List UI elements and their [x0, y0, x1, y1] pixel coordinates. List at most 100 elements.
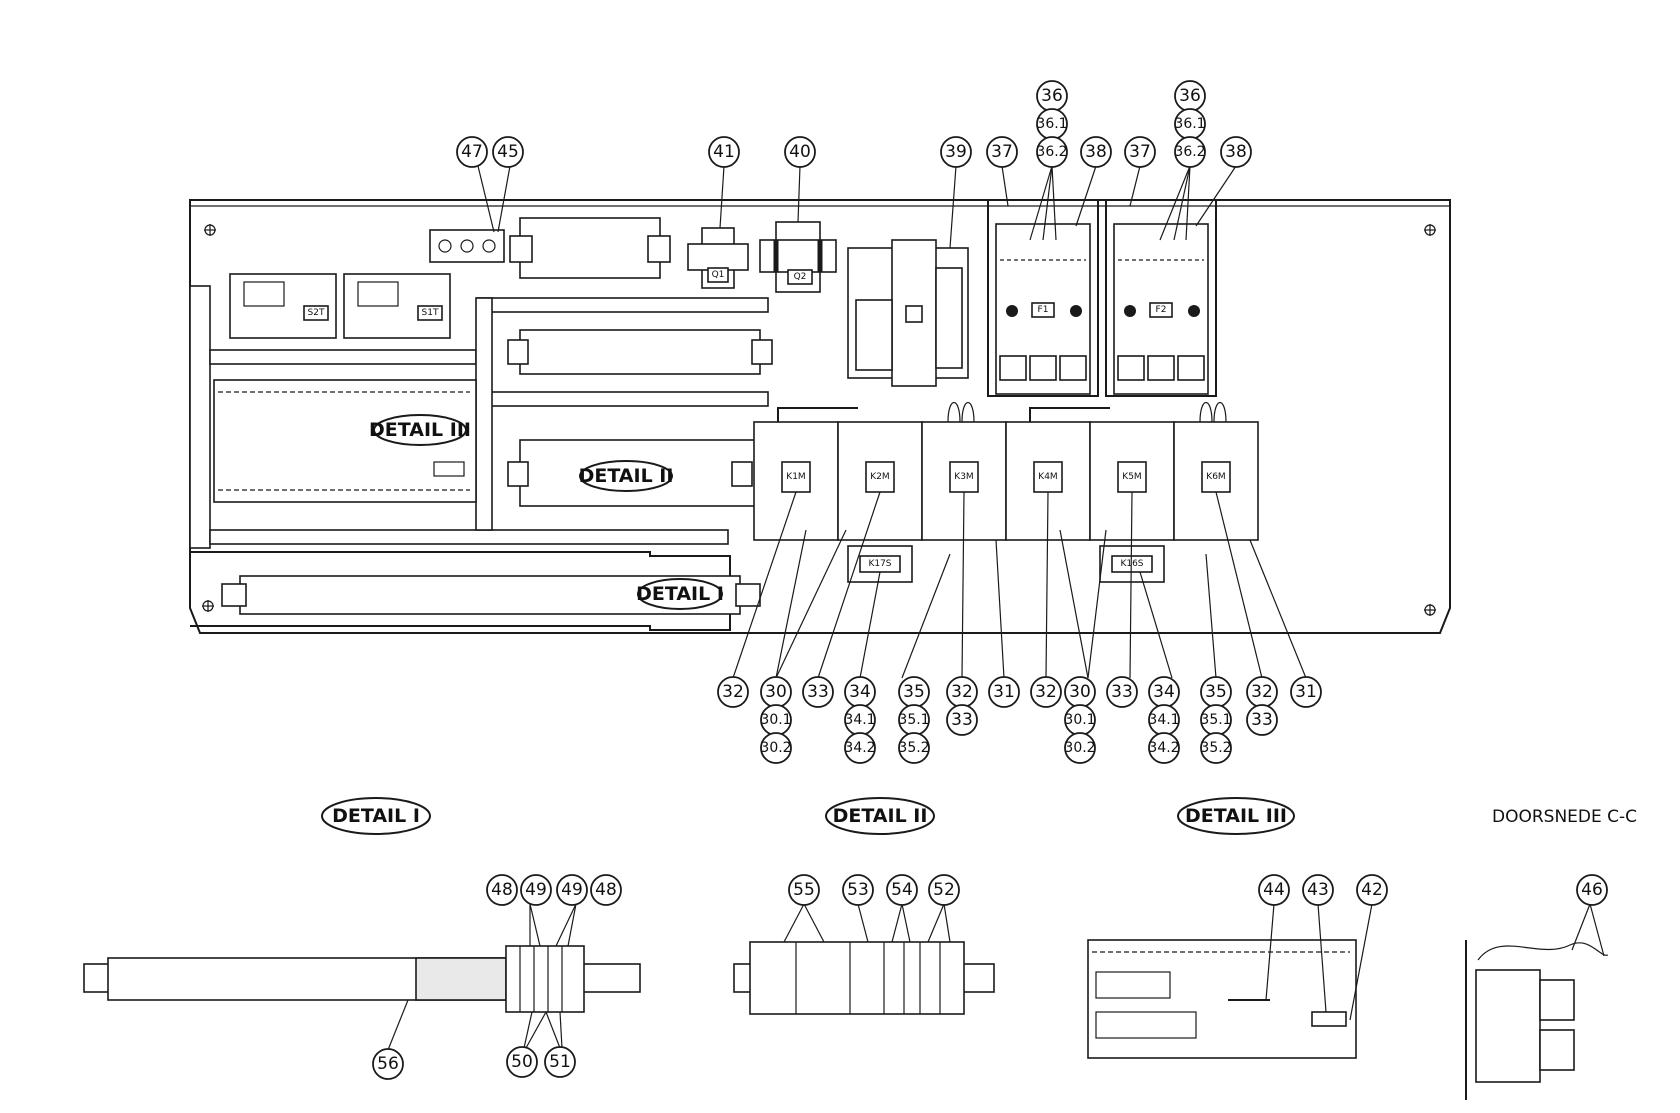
mounting-hole-icon	[204, 224, 216, 236]
q2-label: Q2	[794, 272, 807, 282]
circuit-breaker-right: F2	[1105, 199, 1217, 397]
callout-37: 37	[1129, 142, 1151, 162]
callout-46: 46	[1581, 880, 1603, 900]
detail-titles: DETAIL I DETAIL II DETAIL III	[321, 797, 1295, 835]
callout-43: 43	[1307, 880, 1329, 900]
cable-duct-left	[189, 285, 211, 549]
callout-33: 33	[951, 710, 973, 730]
callouts-bottom: 32 30 30.1 30.2 33 34 34.1 34.2 35 35.1 …	[717, 676, 1322, 764]
controller-s2t: S2T	[229, 273, 337, 339]
detail-iii-title: DETAIL III	[1185, 805, 1287, 827]
callouts-top: 47 45 41 40 39 37 36 36.1 36.2 38 37 36 …	[456, 80, 1252, 168]
callout-34: 34	[1153, 682, 1175, 702]
callout-35: 35	[903, 682, 925, 702]
callout-53: 53	[847, 880, 869, 900]
detail-iii-marker: DETAIL III	[369, 419, 471, 441]
detail-ii-marker: DETAIL II	[579, 465, 674, 487]
callout-35-1: 35.1	[1200, 712, 1231, 728]
transformer-39	[847, 239, 969, 387]
callout-37: 37	[991, 142, 1013, 162]
detail-i-drawing	[83, 903, 641, 1051]
din-rail-top	[509, 217, 671, 279]
detail-iii-drawing	[1087, 903, 1373, 1059]
mounting-hole-icon	[1424, 604, 1436, 616]
callout-47: 47	[461, 142, 483, 162]
k17s-label: K17S	[868, 559, 891, 569]
callout-33: 33	[1251, 710, 1273, 730]
detail-markers-main: DETAIL III DETAIL II DETAIL I	[369, 414, 724, 610]
k5m-label: K5M	[1122, 472, 1141, 482]
k6m-label: K6M	[1206, 472, 1225, 482]
callout-54: 54	[891, 880, 913, 900]
transformer-40: Q2	[759, 221, 837, 293]
f2-label: F2	[1156, 305, 1167, 315]
callout-36-1: 36.1	[1174, 116, 1205, 132]
detail-i-title: DETAIL I	[332, 805, 420, 827]
callout-34-1: 34.1	[844, 712, 875, 728]
callout-35-2: 35.2	[1200, 740, 1231, 756]
callout-36: 36	[1179, 86, 1201, 106]
callout-52: 52	[933, 880, 955, 900]
detail-i-marker: DETAIL I	[636, 583, 724, 605]
mounting-hole-icon	[202, 600, 214, 612]
callout-36-1: 36.1	[1036, 116, 1067, 132]
k16s-label: K16S	[1120, 559, 1143, 569]
callout-39: 39	[945, 142, 967, 162]
callout-45: 45	[497, 142, 519, 162]
k1m-label: K1M	[786, 472, 805, 482]
detail-ii-callouts: 55 53 54 52	[788, 874, 960, 906]
callout-38: 38	[1225, 142, 1247, 162]
section-title: DOORSNEDE C-C	[1492, 807, 1637, 827]
callout-51: 51	[549, 1052, 571, 1072]
callout-32: 32	[1035, 682, 1057, 702]
mounting-plate	[189, 199, 1451, 634]
k3m-label: K3M	[954, 472, 973, 482]
callout-36: 36	[1041, 86, 1063, 106]
detail-ii-drawing	[733, 903, 995, 1015]
callout-34: 34	[849, 682, 871, 702]
callout-36-2: 36.2	[1174, 144, 1205, 160]
callout-36-2: 36.2	[1036, 144, 1067, 160]
q1-label: Q1	[712, 270, 725, 280]
callout-55: 55	[793, 880, 815, 900]
callout-44: 44	[1263, 880, 1285, 900]
callout-50: 50	[511, 1052, 533, 1072]
callout-49: 49	[525, 880, 547, 900]
cable-ducts	[209, 297, 769, 545]
callout-32: 32	[722, 682, 744, 702]
callout-35-2: 35.2	[898, 740, 929, 756]
s2t-label: S2T	[308, 308, 325, 318]
callout-40: 40	[789, 142, 811, 162]
callout-35: 35	[1205, 682, 1227, 702]
callout-41: 41	[713, 142, 735, 162]
callout-56: 56	[377, 1054, 399, 1074]
circuit-breaker-left: F1	[987, 199, 1099, 397]
relay-k16s: K16S	[1099, 545, 1165, 583]
section-cc-drawing	[1465, 903, 1609, 1100]
callout-34-2: 34.2	[844, 740, 875, 756]
k2m-label: K2M	[870, 472, 889, 482]
contactor-row: K1M K2M K3M K4M K5M K6M	[753, 401, 1259, 541]
callout-30: 30	[1069, 682, 1091, 702]
callout-30-2: 30.2	[760, 740, 791, 756]
section-cc-callouts: 46	[1576, 874, 1608, 906]
callout-34-1: 34.1	[1148, 712, 1179, 728]
detail-iii-callouts: 44 43 42	[1258, 874, 1388, 906]
callout-30: 30	[765, 682, 787, 702]
callout-31: 31	[993, 682, 1015, 702]
leader-lines	[477, 165, 1307, 679]
callout-30-1: 30.1	[760, 712, 791, 728]
callout-49: 49	[561, 880, 583, 900]
callout-33: 33	[807, 682, 829, 702]
transformer-41: Q1	[687, 227, 749, 289]
callout-31: 31	[1295, 682, 1317, 702]
callout-32: 32	[951, 682, 973, 702]
callout-35-1: 35.1	[898, 712, 929, 728]
terminal-block-45	[429, 229, 505, 263]
k4m-label: K4M	[1038, 472, 1057, 482]
callout-42: 42	[1361, 880, 1383, 900]
s1t-label: S1T	[422, 308, 439, 318]
callout-33: 33	[1111, 682, 1133, 702]
